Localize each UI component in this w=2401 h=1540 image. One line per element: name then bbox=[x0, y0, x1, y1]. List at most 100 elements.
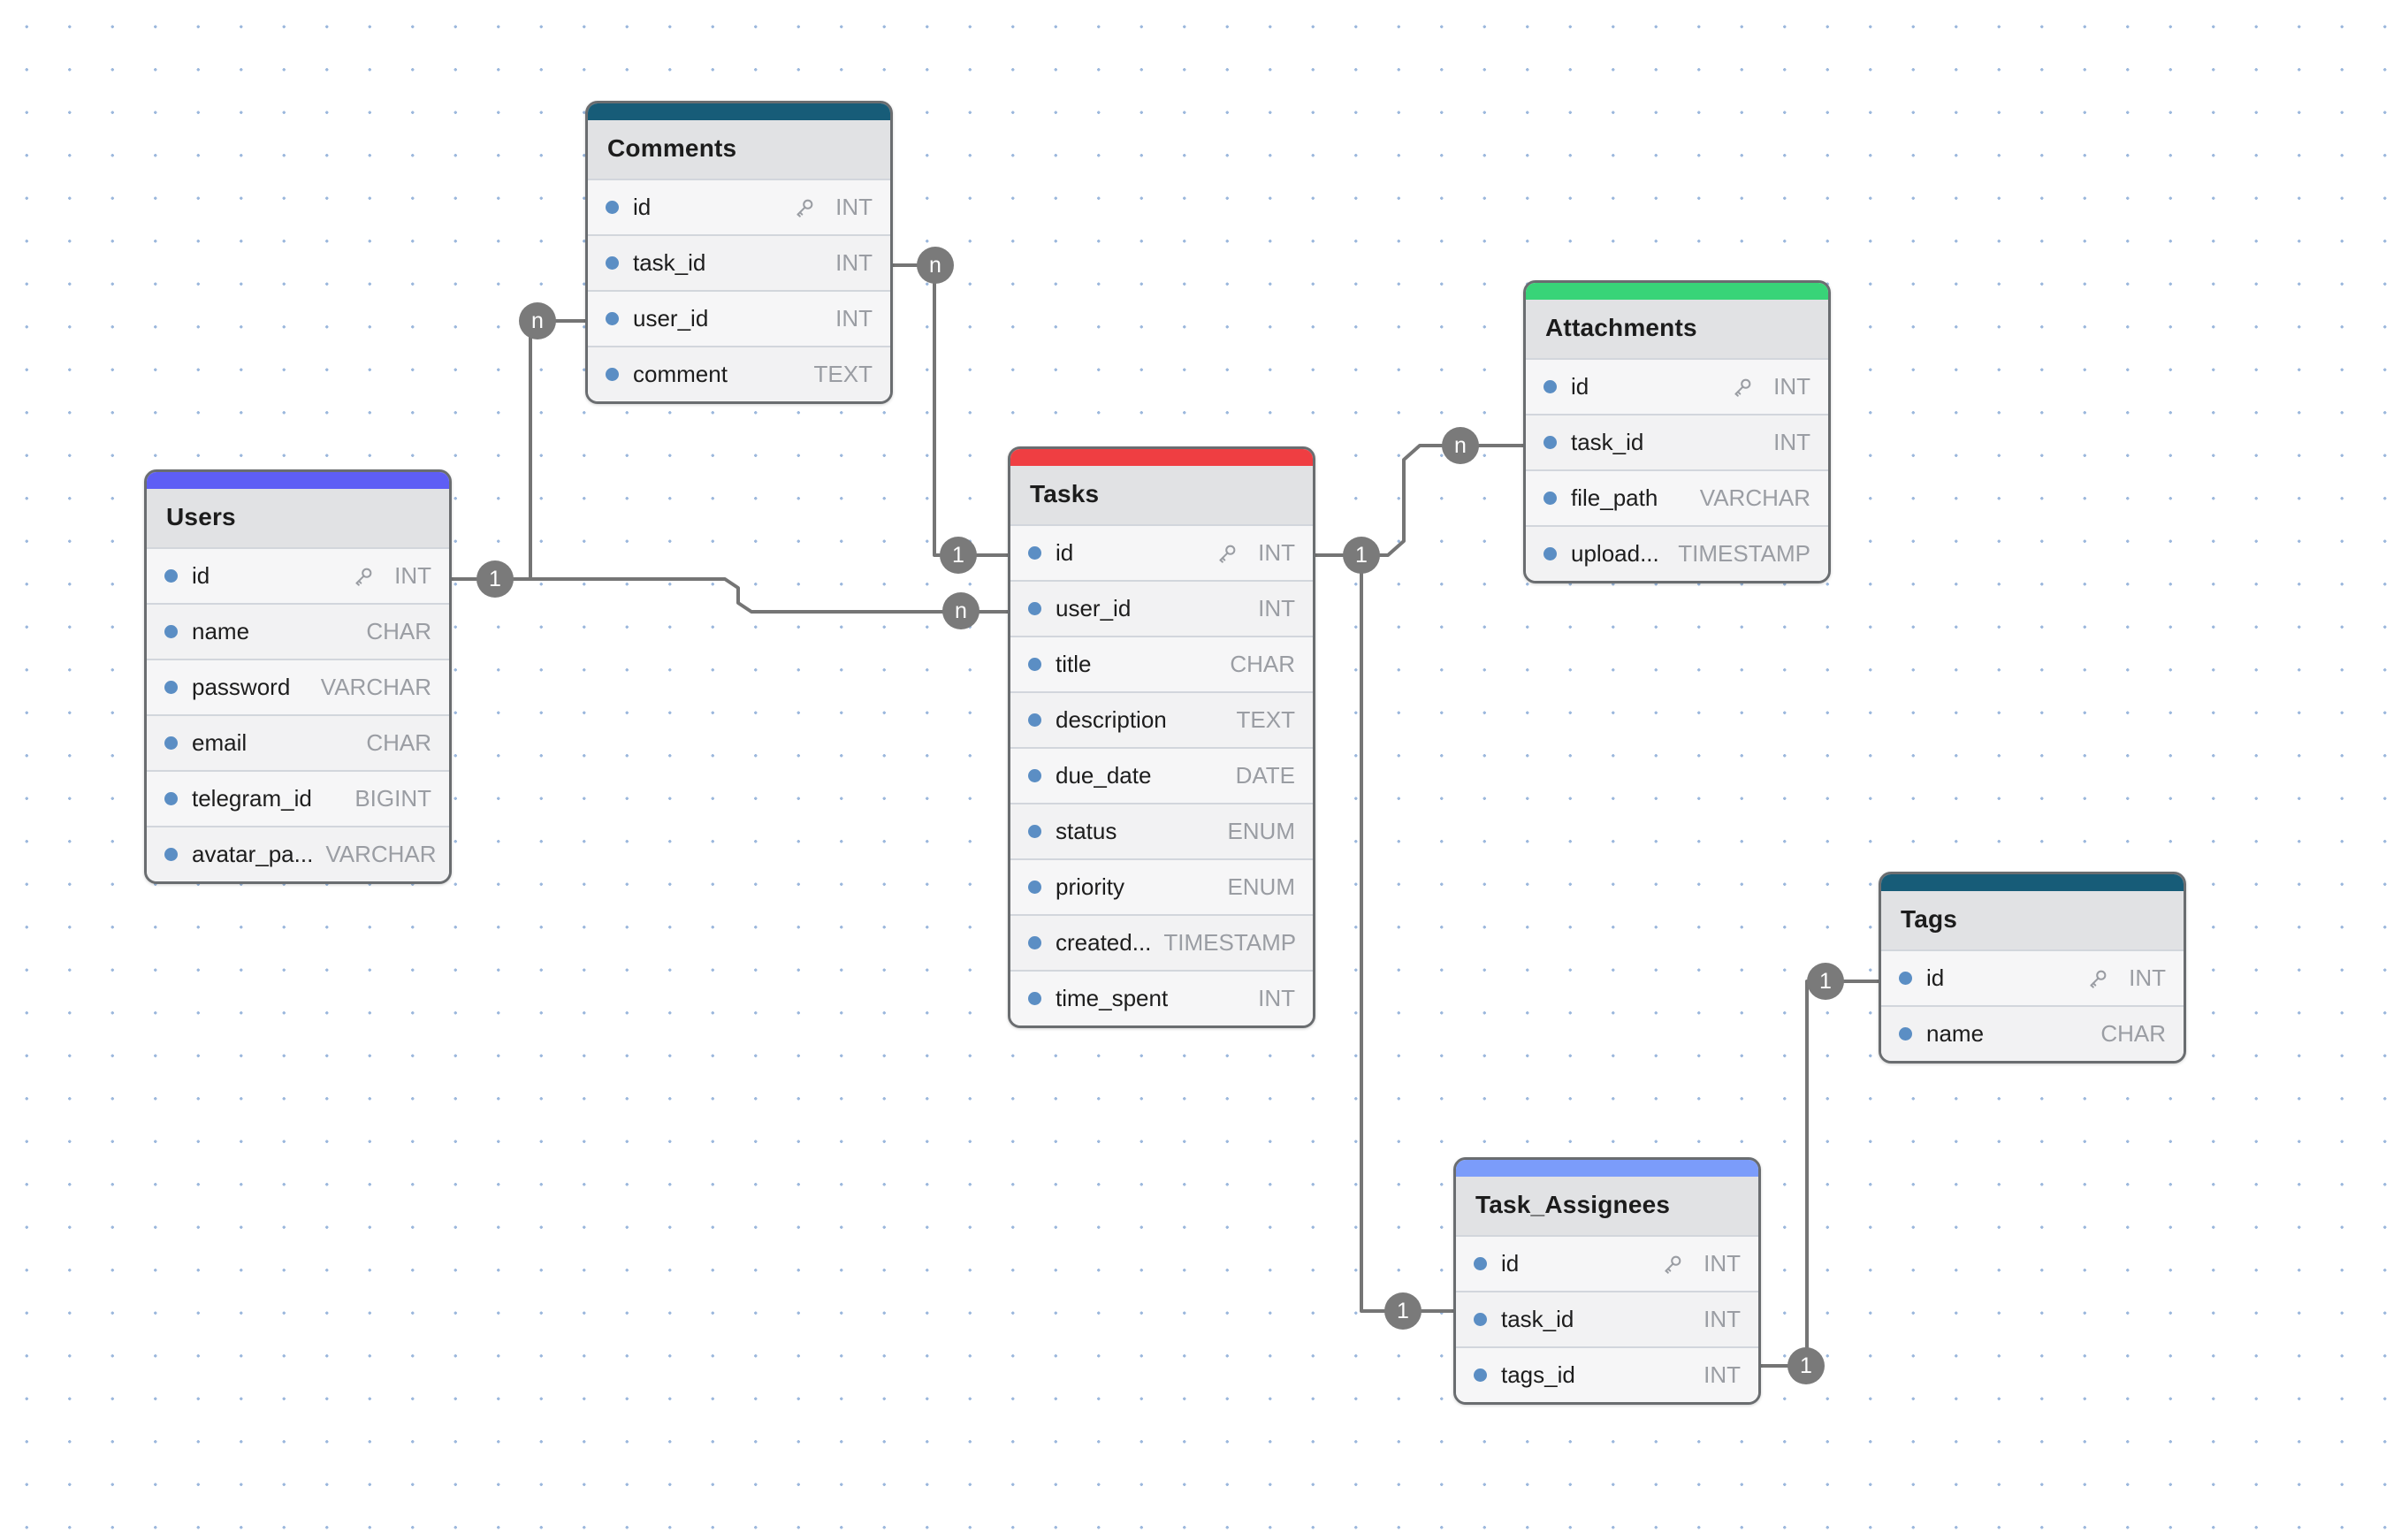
field-type: CHAR bbox=[2100, 1020, 2166, 1047]
table-field-row[interactable]: time_spent INT bbox=[1010, 970, 1313, 1025]
field-bullet-icon bbox=[1028, 992, 1041, 1005]
field-bullet-icon bbox=[1544, 492, 1557, 505]
field-bullet-icon bbox=[164, 681, 178, 694]
table-field-row[interactable]: email CHAR bbox=[147, 714, 449, 770]
key-icon bbox=[352, 565, 375, 588]
field-type: ENUM bbox=[1227, 818, 1295, 844]
key-icon bbox=[1216, 542, 1239, 565]
cardinality-badge: 1 bbox=[1787, 1347, 1825, 1384]
field-bullet-icon bbox=[606, 368, 619, 381]
table-field-row[interactable]: id INT bbox=[1010, 524, 1313, 580]
field-type: INT bbox=[1773, 373, 1810, 400]
field-bullet-icon bbox=[1028, 936, 1041, 949]
table-accent-bar bbox=[147, 472, 449, 489]
field-type: VARCHAR bbox=[325, 841, 437, 867]
cardinality-badge: n bbox=[1442, 427, 1479, 464]
field-bullet-icon bbox=[164, 569, 178, 583]
table-accent-bar bbox=[1526, 283, 1828, 300]
field-bullet-icon bbox=[1474, 1313, 1487, 1326]
cardinality-badge: n bbox=[519, 302, 556, 339]
field-name: task_id bbox=[1501, 1306, 1574, 1332]
field-type: VARCHAR bbox=[320, 674, 431, 700]
field-type: CHAR bbox=[366, 729, 431, 756]
field-bullet-icon bbox=[164, 625, 178, 638]
field-name: name bbox=[192, 618, 250, 644]
field-type: INT bbox=[1704, 1306, 1741, 1332]
table-field-row[interactable]: telegram_id BIGINT bbox=[147, 770, 449, 826]
field-name: email bbox=[192, 729, 248, 756]
field-type: TIMESTAMP bbox=[1163, 929, 1297, 956]
field-bullet-icon bbox=[606, 256, 619, 270]
field-type: BIGINT bbox=[354, 785, 431, 812]
field-type: TEXT bbox=[1236, 706, 1295, 733]
cardinality-badge: n bbox=[942, 592, 979, 629]
table-title: Tags bbox=[1881, 891, 2184, 949]
field-bullet-icon bbox=[1028, 825, 1041, 838]
table-accent-bar bbox=[1881, 874, 2184, 891]
cardinality-badge: 1 bbox=[476, 560, 514, 598]
table-field-row[interactable]: name CHAR bbox=[1881, 1005, 2184, 1061]
field-type: INT bbox=[1258, 539, 1295, 566]
table-field-row[interactable]: created... TIMESTAMP bbox=[1010, 914, 1313, 970]
relationship-edge bbox=[1314, 444, 1525, 557]
field-type: INT bbox=[835, 194, 873, 220]
field-type: INT bbox=[835, 249, 873, 276]
cardinality-badge: 1 bbox=[1807, 963, 1844, 1000]
field-name: password bbox=[192, 674, 291, 700]
field-bullet-icon bbox=[1474, 1257, 1487, 1270]
field-name: due_date bbox=[1056, 762, 1152, 789]
field-bullet-icon bbox=[1544, 436, 1557, 449]
table-field-row[interactable]: task_id INT bbox=[1456, 1291, 1758, 1346]
field-name: id bbox=[192, 562, 210, 589]
relationship-edge bbox=[450, 319, 587, 581]
field-name: telegram_id bbox=[192, 785, 312, 812]
field-bullet-icon bbox=[1544, 547, 1557, 560]
field-name: name bbox=[1926, 1020, 1985, 1047]
field-type: INT bbox=[2129, 964, 2166, 991]
key-icon bbox=[2086, 967, 2109, 990]
field-name: id bbox=[1056, 539, 1074, 566]
field-name: id bbox=[1571, 373, 1589, 400]
field-type: ENUM bbox=[1227, 873, 1295, 900]
table-field-row[interactable]: avatar_pa...VARCHAR bbox=[147, 826, 449, 881]
field-bullet-icon bbox=[1474, 1368, 1487, 1382]
field-type: INT bbox=[1258, 985, 1295, 1011]
cardinality-badge: 1 bbox=[1343, 537, 1380, 574]
field-bullet-icon bbox=[164, 848, 178, 861]
field-name: title bbox=[1056, 651, 1092, 677]
table-field-row[interactable]: password VARCHAR bbox=[147, 659, 449, 714]
table-field-row[interactable]: upload...TIMESTAMP bbox=[1526, 525, 1828, 581]
table-field-row[interactable]: id INT bbox=[1526, 358, 1828, 414]
cardinality-badge: 1 bbox=[940, 537, 977, 574]
field-name: time_spent bbox=[1056, 985, 1169, 1011]
field-name: created... bbox=[1056, 929, 1152, 956]
field-bullet-icon bbox=[164, 792, 178, 805]
field-bullet-icon bbox=[1028, 769, 1041, 782]
relationship-edge bbox=[450, 577, 1010, 614]
field-name: file_path bbox=[1571, 484, 1658, 511]
